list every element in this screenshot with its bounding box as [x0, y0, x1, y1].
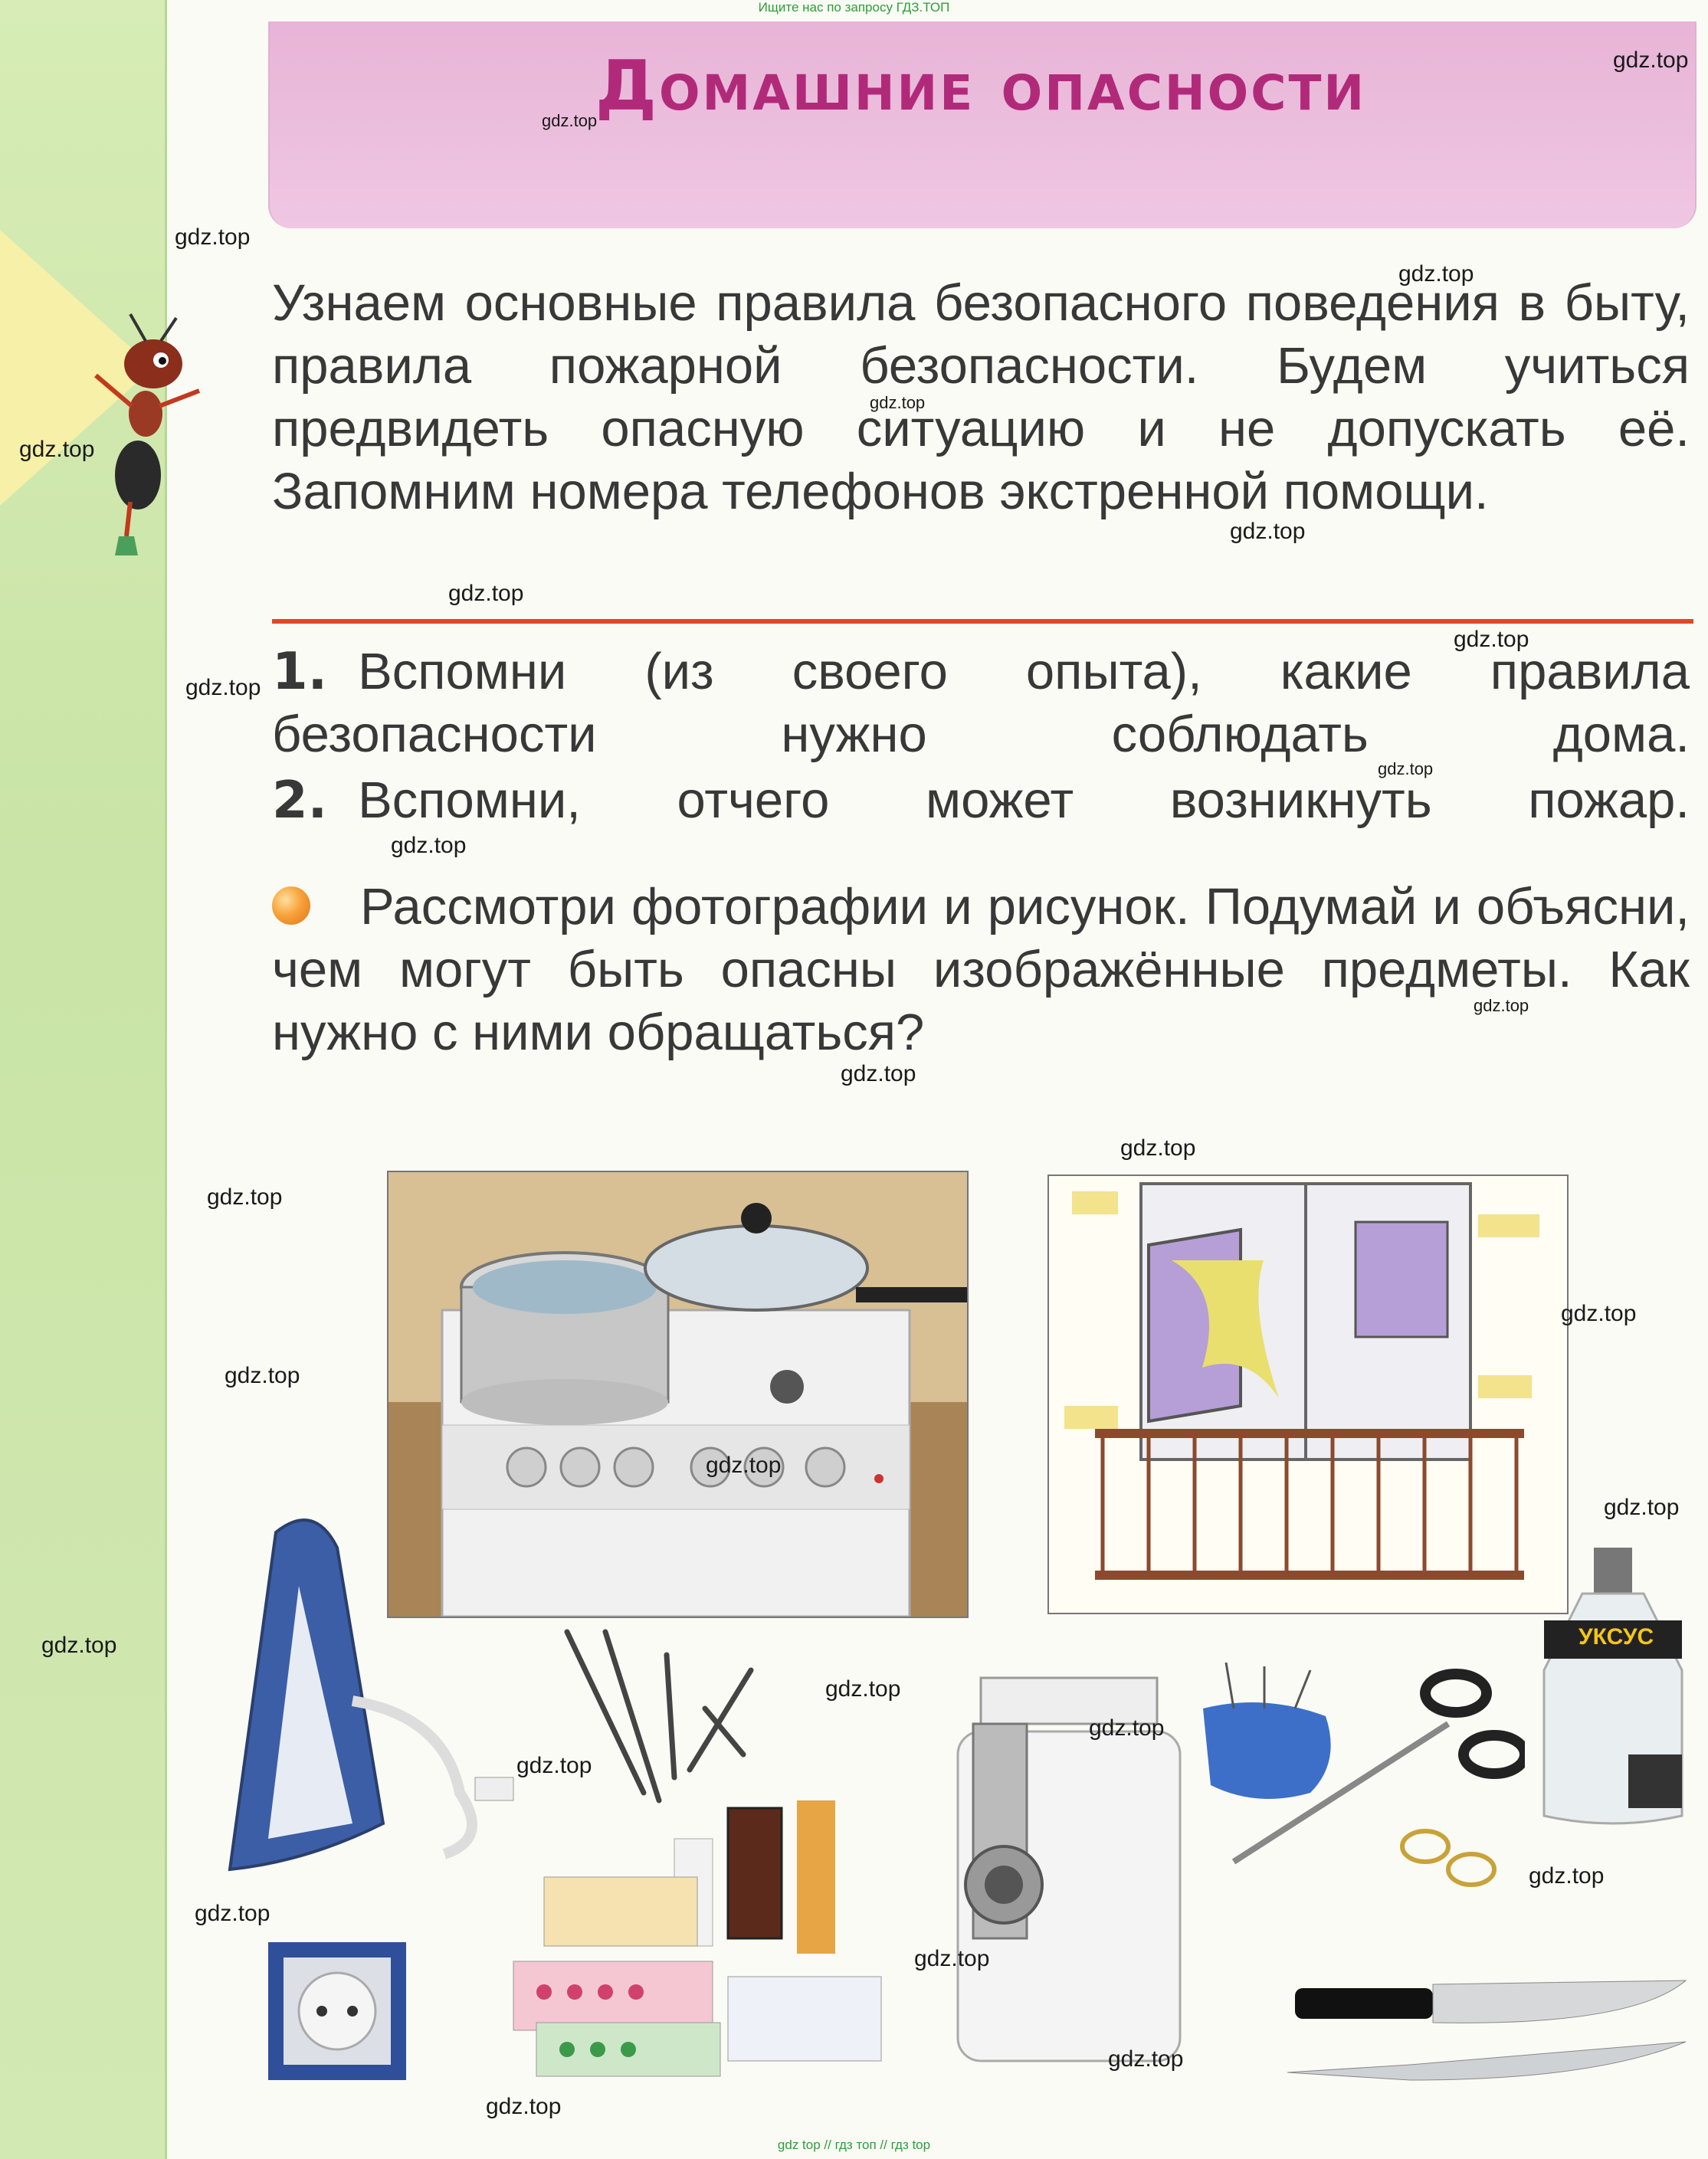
orange-bullet-icon — [272, 886, 310, 925]
vinegar-bottle-image: УКСУС — [1536, 1548, 1690, 1831]
watermark-29: gdz.top — [486, 2094, 562, 2119]
watermark-2: gdz.top — [542, 111, 598, 130]
watermark-19: gdz.top — [706, 1453, 782, 1478]
watermark-13: gdz.top — [1474, 996, 1529, 1015]
watermark-15: gdz.top — [1120, 1135, 1196, 1161]
header-band — [268, 21, 1697, 228]
watermark-24: gdz.top — [516, 1753, 592, 1778]
watermark-6: gdz.top — [19, 437, 95, 462]
question-2-number: 2. — [272, 770, 328, 830]
watermark-28: gdz.top — [1108, 2046, 1184, 2072]
watermark-21: gdz.top — [41, 1633, 117, 1658]
watermark-14: gdz.top — [841, 1061, 916, 1086]
watermark-20: gdz.top — [1604, 1495, 1680, 1520]
nails-image — [564, 1629, 754, 1804]
watermark-17: gdz.top — [1561, 1301, 1637, 1326]
watermark-1: gdz.top — [1613, 48, 1689, 73]
electric-socket-image — [268, 1942, 406, 2080]
ant-mascot-illustration — [94, 313, 201, 555]
watermark-11: gdz.top — [1378, 759, 1434, 778]
watermark-4: gdz.top — [1398, 261, 1474, 287]
meat-grinder-image — [956, 1676, 1182, 2062]
watermark-9: gdz.top — [1454, 627, 1529, 652]
watermark-18: gdz.top — [225, 1363, 300, 1388]
watermark-3: gdz.top — [175, 224, 251, 250]
watermark-25: gdz.top — [195, 1901, 270, 1926]
watermark-16: gdz.top — [207, 1184, 283, 1210]
scissors-and-pins-image — [1203, 1663, 1525, 1887]
watermark-12: gdz.top — [391, 833, 467, 858]
top-note: Ищите нас по запросу ГДЗ.ТОП — [758, 0, 950, 15]
watermark-8: gdz.top — [448, 581, 524, 606]
question-1-number: 1. — [272, 641, 328, 701]
medicine-image — [513, 1800, 882, 2077]
question-2-text: Вспомни, отчего может возникнуть пожар. — [358, 772, 1690, 829]
watermark-5: gdz.top — [870, 393, 926, 412]
watermark-22: gdz.top — [825, 1676, 901, 1702]
task-paragraph: Рассмотри фотографии и рисунок. Подумай … — [272, 878, 1690, 1061]
divider-line — [272, 619, 1693, 624]
iron-image — [228, 1519, 514, 1872]
page-title: Домашние опасности — [595, 46, 1367, 126]
intro-paragraph: Узнаем основные правила безопасного пове… — [272, 274, 1690, 520]
vinegar-label: УКСУС — [1579, 1624, 1654, 1650]
bottom-note: gdz top // гдз топ // гдз top — [777, 2138, 931, 2152]
knives-image — [1287, 1980, 1687, 2081]
question-2: 2. Вспомни, отчего может возникнуть пожар… — [272, 768, 1690, 832]
watermark-23: gdz.top — [1089, 1715, 1165, 1741]
question-1-text: Вспомни (из своего опыта), какие правила… — [272, 643, 1690, 763]
stove-photo — [387, 1171, 969, 1618]
watermark-27: gdz.top — [914, 1946, 990, 1971]
question-1: 1.Вспомни (из своего опыта), какие прави… — [272, 640, 1690, 766]
watermark-7: gdz.top — [1230, 519, 1306, 544]
watermark-10: gdz.top — [185, 675, 261, 700]
balcony-drawing — [1047, 1175, 1569, 1614]
watermark-26: gdz.top — [1529, 1863, 1605, 1889]
